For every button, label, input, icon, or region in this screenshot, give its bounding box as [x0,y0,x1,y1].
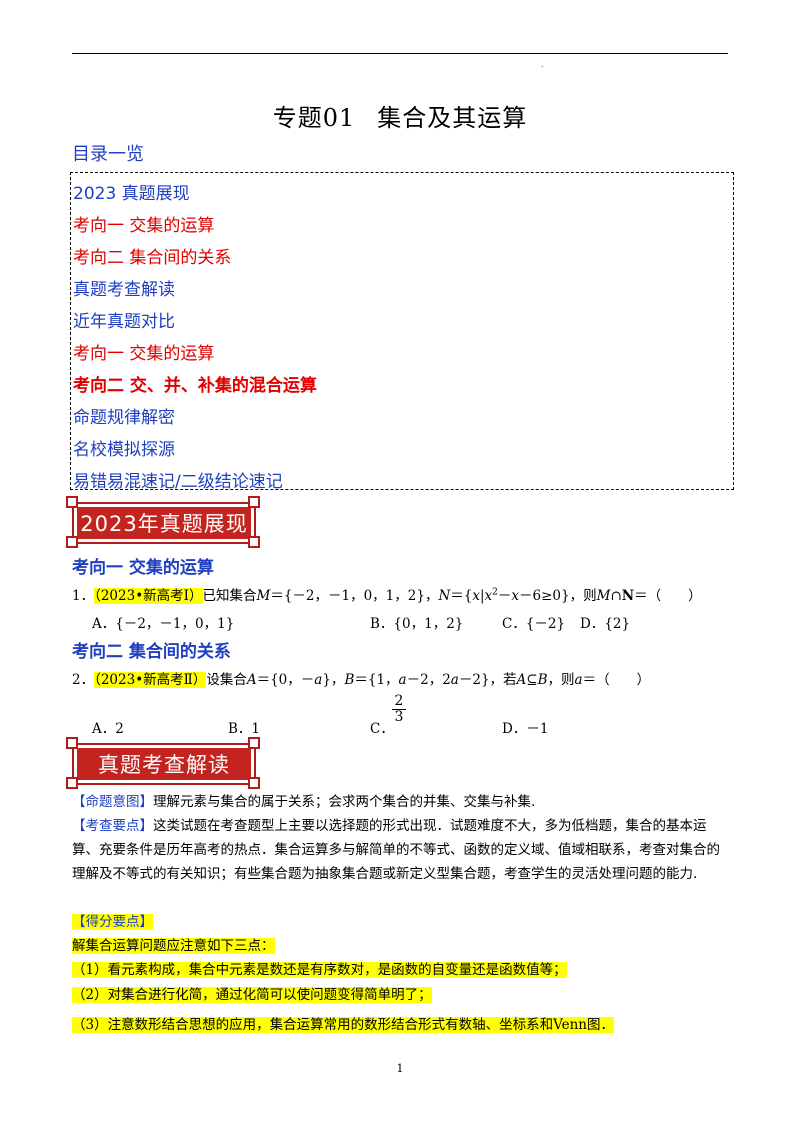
section-heading: 考向一 交集的运算 [72,558,214,578]
question-1: 1．（2023•新高考Ⅰ）已知集合M＝{－2，－1，0，1，2}，N＝{x|x2… [72,587,702,604]
score-line: （2）对集合进行化简，通过化简可以使问题变得简单明了； [72,987,432,1003]
title-text: 集合及其运算 [377,104,528,132]
option-c[interactable]: C． [370,721,394,737]
banner-corner [248,737,260,749]
section-banner: 2023年真题展现 [72,502,256,544]
banner-corner [66,536,78,548]
option-a[interactable]: A．2 [92,721,124,737]
toc-item[interactable]: 考向一 交集的运算 [73,216,215,236]
banner-corner [248,777,260,789]
option-a[interactable]: A．{－2，－1，0，1} [92,616,235,632]
fraction: 2 3 [392,694,406,725]
points-paragraph: 【考查要点】这类试题在考查题型上主要以选择题的形式出现．试题难度不大，多为低档题… [72,818,720,882]
banner-corner [248,536,260,548]
intent-tag: 【命题意图】 [72,794,153,810]
score-line: 解集合运算问题应注意如下三点： [72,938,275,954]
page-number: 1 [396,1062,404,1075]
score-line: （3）注意数形结合思想的应用，集合运算常用的数形结合形式有数轴、坐标系和Venn… [72,1017,614,1033]
points-tag: 【考查要点】 [72,818,153,834]
option-d[interactable]: D．{2} [580,616,631,632]
option-b[interactable]: B．{0，1，2} [370,616,464,632]
question-source: （2023•新高考Ⅰ） [94,588,203,604]
toc-item[interactable]: 2023 真题展现 [73,184,190,204]
title-number: 专题01 [272,104,356,132]
toc-item[interactable]: 近年真题对比 [73,312,175,332]
header-rule [72,53,728,54]
fraction-numerator: 2 [392,694,406,710]
question-source: （2023•新高考Ⅱ） [94,672,207,688]
banner-corner [66,737,78,749]
toc-item[interactable]: 易错易混速记/二级结论速记 [73,472,283,492]
toc-item[interactable]: 考向二 交、并、补集的混合运算 [73,376,317,396]
intent-paragraph: 【命题意图】理解元素与集合的属于关系；会求两个集合的并集、交集与补集. [72,794,536,810]
banner-corner [66,777,78,789]
option-c[interactable]: C．{－2} [502,616,566,632]
toc-item[interactable]: 真题考查解读 [73,280,175,300]
toc-item[interactable]: 考向一 交集的运算 [73,344,215,364]
fraction-denominator: 3 [394,709,404,725]
toc-item[interactable]: 名校模拟探源 [73,440,175,460]
banner-text: 2023年真题展现 [77,507,251,539]
banner-corner [248,496,260,508]
option-b[interactable]: B．1 [228,721,261,737]
toc-box: 2023 真题展现 考向一 交集的运算 考向二 集合间的关系 真题考查解读 近年… [70,172,734,492]
toc-heading: 目录一览 [72,144,144,165]
header-mark: . [541,60,544,69]
banner-text: 真题考查解读 [77,748,251,780]
section-banner: 真题考查解读 [72,743,256,785]
option-d[interactable]: D．－1 [502,721,549,737]
banner-corner [66,496,78,508]
score-line: （1）看元素构成，集合中元素是数还是有序数对，是函数的自变量还是函数值等； [72,962,567,978]
question-2: 2．（2023•新高考Ⅱ）设集合A＝{0，－a}，B＝{1，a－2，2a－2}，… [72,672,651,688]
section-heading: 考向二 集合间的关系 [72,642,231,662]
toc-item[interactable]: 命题规律解密 [73,408,175,428]
page-title: 专题01 集合及其运算 [0,98,800,133]
score-tag: 【得分要点】 [72,914,153,930]
toc-item[interactable]: 考向二 集合间的关系 [73,248,232,268]
